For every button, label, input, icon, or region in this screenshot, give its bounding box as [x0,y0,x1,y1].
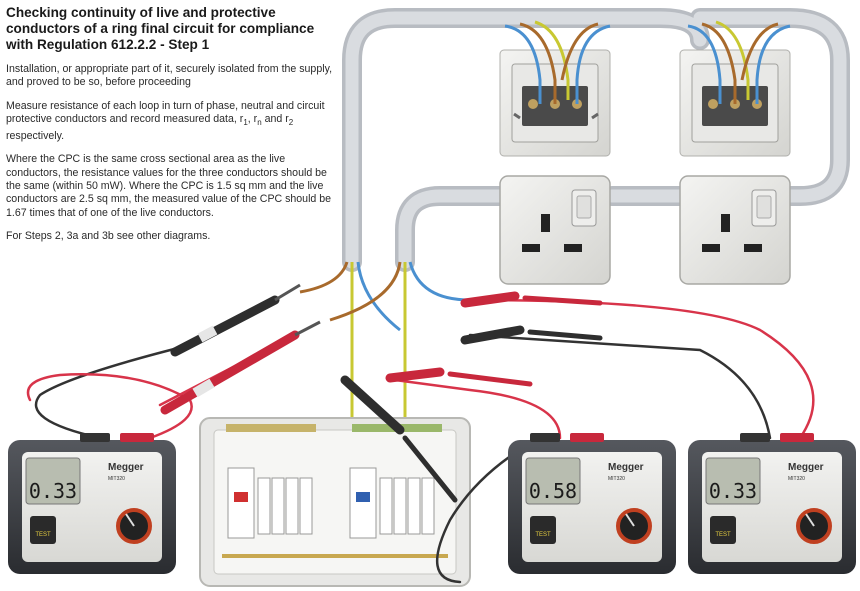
meter-2-model: MIT320 [608,476,625,482]
probe-black-right [460,325,603,345]
socket-outlet-1 [499,175,611,285]
meter-connectors [80,433,814,442]
consumer-unit [199,417,471,587]
meter-3-reading: 0.33 [709,479,757,503]
instructions-panel: Checking continuity of live and protecti… [6,5,336,254]
instruction-isolation: Installation, or appropriate part of it,… [6,63,333,89]
probe-red-right-1 [460,291,603,308]
meter-2-test-label: TEST [535,532,551,538]
meter-2-reading: 0.58 [529,479,577,503]
meter-3-model: MIT320 [788,476,805,482]
probe-red-meter1 [160,320,321,415]
instruction-cpc: Where the CPC is the same cross sectiona… [6,153,332,219]
meter-2: 0.58 Megger MIT320 TEST [508,440,676,574]
probe-black-meter1 [170,283,301,357]
meter-1-reading: 0.33 [29,479,77,503]
meter-3-brand: Megger [788,462,824,473]
probe-black-centre [340,375,458,503]
meter-1-brand: Megger [108,462,144,473]
back-box-wiring [504,20,791,104]
page-title: Checking continuity of live and protecti… [6,5,315,52]
meter-2-brand: Megger [608,462,644,473]
instruction-measure: Measure resistance of each loop in turn … [6,99,325,142]
probe-red-right-2 [385,367,533,387]
meter-3-test-label: TEST [715,532,731,538]
meter-1-test-label: TEST [35,532,51,538]
socket-outlet-2 [679,175,791,285]
meter-3: 0.33 Megger MIT320 TEST [688,440,856,574]
conduit [342,8,850,272]
circuit-conductors [299,261,471,430]
instruction-other-steps: For Steps 2, 3a and 3b see other diagram… [6,230,211,243]
meter-1-model: MIT320 [108,476,125,482]
meter-1: 0.33 Megger MIT320 TEST [8,440,176,574]
